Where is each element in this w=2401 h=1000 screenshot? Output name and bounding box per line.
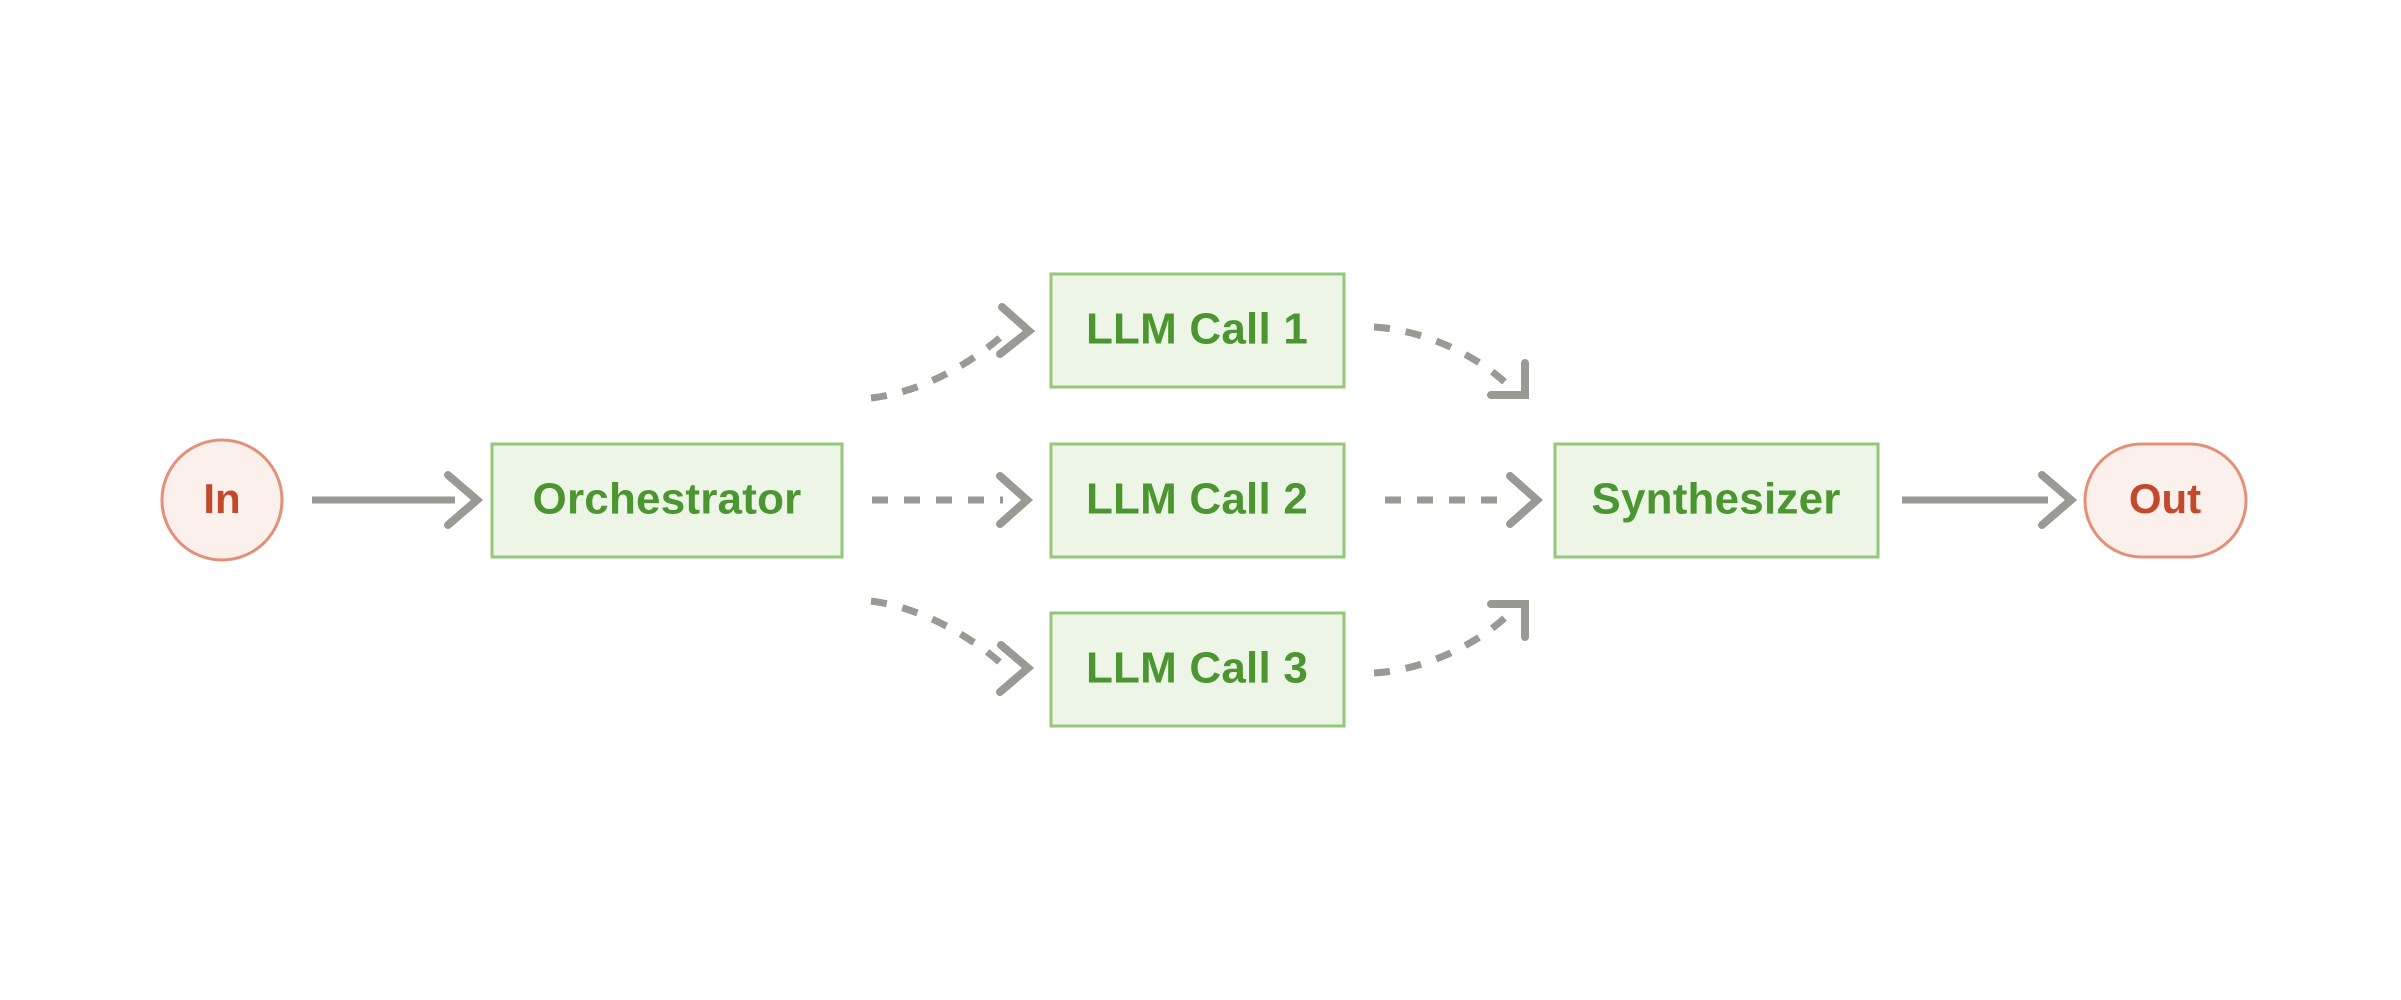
node-in-label: In bbox=[203, 475, 240, 522]
edge-orchestrator-to-llm-call-1-line bbox=[870, 332, 1006, 402]
node-llm-call-3[interactable]: LLM Call 3 bbox=[1049, 611, 1346, 728]
node-out[interactable]: Out bbox=[2083, 442, 2248, 559]
edge-orchestrator-to-llm-call-3 bbox=[870, 597, 1035, 696]
node-orchestrator-shape[interactable] bbox=[490, 442, 844, 559]
edge-llm-call-3-to-synthesizer-arrowhead bbox=[1487, 600, 1529, 641]
node-synthesizer-shape[interactable] bbox=[1553, 442, 1880, 559]
node-llm-call-1-label: LLM Call 1 bbox=[1086, 305, 1308, 354]
node-orchestrator[interactable]: Orchestrator bbox=[490, 442, 844, 559]
edge-llm-call-2-to-synthesizer bbox=[1385, 472, 1544, 528]
edge-synthesizer-to-out bbox=[1902, 471, 2078, 529]
node-in[interactable]: In bbox=[160, 438, 284, 562]
node-llm-call-3-shape[interactable] bbox=[1049, 611, 1346, 728]
edge-llm-call-1-to-synthesizer-arrowhead bbox=[1487, 359, 1529, 399]
edge-llm-call-3-to-synthesizer bbox=[1373, 600, 1529, 677]
node-synthesizer-label: Synthesizer bbox=[1591, 475, 1840, 524]
node-llm-call-3-label: LLM Call 3 bbox=[1086, 644, 1308, 693]
edge-llm-call-2-to-synthesizer-arrowhead bbox=[1506, 472, 1544, 528]
edge-llm-call-1-to-synthesizer bbox=[1373, 323, 1529, 399]
edge-orchestrator-to-llm-call-3-arrowhead bbox=[996, 641, 1035, 696]
edge-synthesizer-to-out-arrowhead bbox=[2038, 471, 2078, 529]
edge-llm-call-1-to-synthesizer-line bbox=[1373, 323, 1516, 393]
edge-orchestrator-to-llm-call-3-line bbox=[870, 597, 1006, 668]
edge-llm-call-3-to-synthesizer-line bbox=[1373, 607, 1516, 677]
node-llm-call-2-shape[interactable] bbox=[1049, 442, 1346, 559]
node-synthesizer[interactable]: Synthesizer bbox=[1553, 442, 1880, 559]
edge-orchestrator-to-llm-call-1 bbox=[870, 303, 1036, 402]
edge-in-to-orchestrator bbox=[312, 471, 484, 529]
edge-orchestrator-to-llm-call-2 bbox=[872, 472, 1034, 528]
edge-in-to-orchestrator-arrowhead bbox=[444, 471, 484, 529]
node-llm-call-2[interactable]: LLM Call 2 bbox=[1049, 442, 1346, 559]
node-llm-call-2-label: LLM Call 2 bbox=[1086, 475, 1308, 524]
node-orchestrator-label: Orchestrator bbox=[533, 475, 802, 524]
edge-orchestrator-to-llm-call-1-arrowhead bbox=[996, 303, 1036, 358]
edge-orchestrator-to-llm-call-2-arrowhead bbox=[996, 472, 1034, 528]
node-in-shape[interactable] bbox=[160, 438, 284, 562]
node-llm-call-1-shape[interactable] bbox=[1049, 272, 1346, 389]
node-out-label: Out bbox=[2129, 475, 2201, 522]
node-out-shape[interactable] bbox=[2083, 442, 2248, 559]
node-llm-call-1[interactable]: LLM Call 1 bbox=[1049, 272, 1346, 389]
